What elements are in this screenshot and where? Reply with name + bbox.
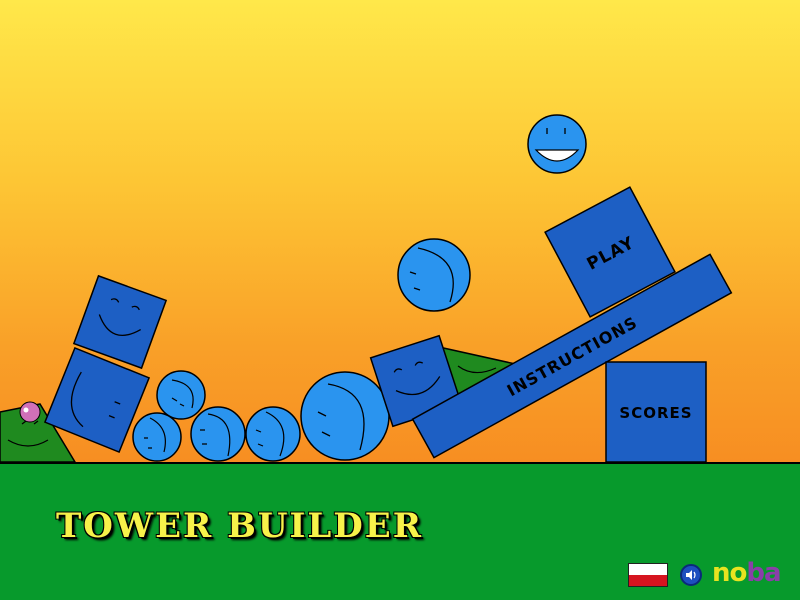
play-button[interactable]: PLAY (544, 186, 676, 318)
logo-part-2: ba (746, 558, 781, 588)
scores-button[interactable]: SCORES (605, 361, 707, 463)
smiling-square-bottom-left (43, 346, 151, 454)
smiling-ball-large (300, 371, 390, 461)
smiling-ball-1 (156, 370, 206, 420)
speaker-icon (686, 570, 696, 580)
smiling-ball-2 (132, 412, 182, 462)
sponsor-logo[interactable]: noba (712, 558, 782, 588)
game-title: TOWER BUILDER (56, 506, 423, 546)
smiling-square-top-left (72, 274, 168, 370)
scores-label: SCORES (619, 404, 692, 422)
flag-red-stripe (629, 575, 667, 586)
happy-ball-top (527, 114, 587, 174)
smiling-ball-3 (190, 406, 246, 462)
logo-part-1: no (712, 558, 747, 588)
sound-toggle-button[interactable] (680, 564, 702, 586)
language-flag-poland[interactable] (628, 563, 668, 587)
smiling-ball-floating (397, 238, 471, 312)
pink-blob (19, 401, 41, 423)
smiling-ball-4 (245, 406, 301, 462)
flag-white-stripe (629, 564, 667, 575)
